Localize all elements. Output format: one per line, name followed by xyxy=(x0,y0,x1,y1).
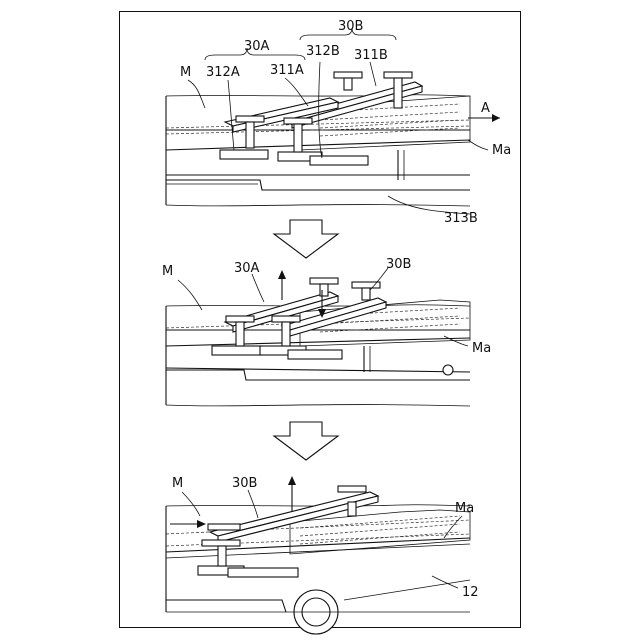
panel3-label-m: M xyxy=(172,476,183,491)
transition-arrow-1 xyxy=(274,220,338,258)
panel1-pad-312b xyxy=(310,156,368,165)
panel3-pad-2 xyxy=(228,568,298,577)
panel1-leaders xyxy=(188,62,488,214)
panel-2: M 30A 30B Ma xyxy=(162,257,491,406)
transition-arrow-2 xyxy=(274,422,338,460)
panel2-label-30b: 30B xyxy=(386,257,411,272)
panel2-bottom-contour xyxy=(166,405,470,406)
panel2-roller xyxy=(443,365,453,375)
panel1-bottom-contour xyxy=(166,205,470,206)
panel2-label-ma: Ma xyxy=(472,341,491,356)
panel3-label-30b: 30B xyxy=(232,476,257,491)
panel1-label-30b: 30B xyxy=(338,19,363,34)
panel1-label-30a: 30A xyxy=(244,39,270,54)
panel2-arrow-up-head xyxy=(278,270,286,279)
panel3-arrow-right-head xyxy=(197,520,206,528)
panel1-label-311a: 311A xyxy=(270,63,304,78)
panel1-label-312b: 312B xyxy=(306,44,340,59)
panel3-lower-line xyxy=(344,580,470,600)
panel1-label-m: M xyxy=(180,65,191,80)
panel1-label-311b: 311B xyxy=(354,48,388,63)
panel2-pad-3 xyxy=(288,350,342,359)
panel3-label-ma: Ma xyxy=(455,501,474,516)
panel1-label-ma: Ma xyxy=(492,143,511,158)
panel1-label-312a: 312A xyxy=(206,65,240,80)
panel1-arrow-a-head xyxy=(492,114,500,122)
panel1-label-313b: 313B xyxy=(444,211,478,226)
panel-3: M 30B Ma 12 xyxy=(166,476,479,634)
panel-1: 30B 30A 312B 311B M 312A 311A A Ma 313B xyxy=(166,19,511,226)
panel3-arrow-up-head xyxy=(288,476,296,485)
panel1-top-contour xyxy=(166,95,470,96)
panel2-pad-1 xyxy=(212,346,262,355)
panel1-base xyxy=(166,180,470,190)
panel1-rail-top xyxy=(166,140,470,150)
panel3-label-12: 12 xyxy=(462,585,479,600)
panel2-label-m: M xyxy=(162,264,173,279)
panel2-label-30a: 30A xyxy=(234,261,260,276)
panel3-base xyxy=(166,600,286,612)
panel1-label-a: A xyxy=(481,101,490,116)
panel1-pad-312a xyxy=(220,150,268,159)
